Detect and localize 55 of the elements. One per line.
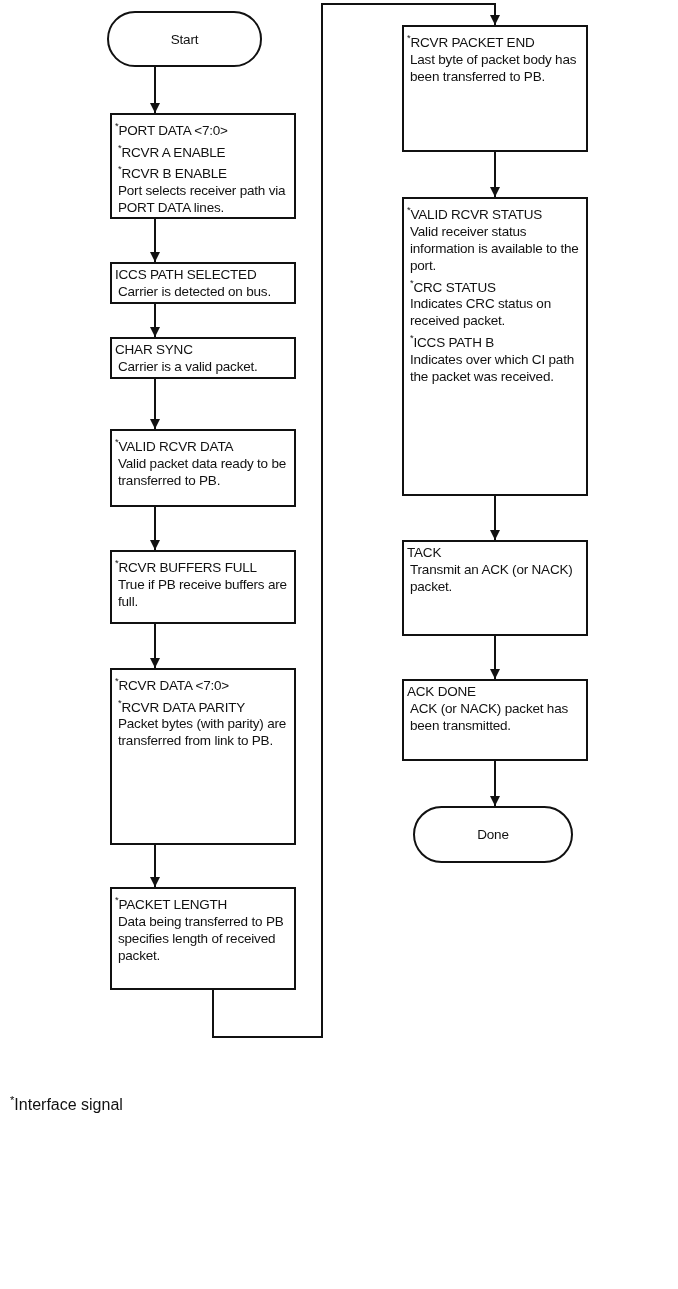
- step-title: ACK DONE: [407, 683, 477, 700]
- step-text: True if PB receive buffers are full.: [117, 575, 288, 610]
- step-text: $^{*}$RCVR DATA PARITY: [117, 695, 247, 715]
- process-box: [110, 113, 296, 219]
- process-box: [402, 540, 588, 636]
- terminal-label: Start: [170, 30, 199, 48]
- step-text: Last byte of packet body has been transferred to PB.: [409, 50, 578, 85]
- process-box: [110, 887, 296, 990]
- step-title: $^{*}$VALID RCVR STATUS: [407, 203, 544, 223]
- process-box: [402, 25, 588, 152]
- step-title: $^{*}$RCVR PACKET END: [407, 31, 536, 51]
- step-text: Valid receiver status information is available to the port.: [409, 222, 580, 274]
- arrow: [490, 760, 500, 807]
- step-text: Data being transferred to PB specifies length of received packet.: [117, 912, 285, 964]
- step-title: TACK: [407, 544, 443, 561]
- step-text: Transmit an ACK (or NACK) packet.: [409, 561, 574, 595]
- arrow: [212, 3, 500, 1038]
- step-title: $^{*}$PACKET LENGTH: [115, 893, 229, 913]
- step-text: Packet bytes (with parity) are transferred from link to PB.: [117, 715, 288, 749]
- step-text: Valid packet data ready to be transferred to PB.: [117, 454, 288, 489]
- step-text: Indicates CRC status on received packet.: [409, 295, 552, 329]
- process-box: [110, 429, 296, 507]
- step-title: ICCS PATH SELECTED: [115, 266, 258, 283]
- step-text: $^{*}$RCVR A ENABLE: [117, 140, 227, 160]
- process-box: [110, 550, 296, 624]
- step-text: ACK (or NACK) packet has been transmitted.: [409, 700, 569, 734]
- step-text: Port selects receiver path via PORT DATA lines.: [117, 181, 287, 216]
- step-title: CHAR SYNC: [115, 341, 194, 358]
- arrow: [150, 506, 160, 551]
- arrow: [490, 151, 500, 198]
- process-box: [402, 679, 588, 761]
- step-text: $^{*}$RCVR B ENABLE: [117, 162, 228, 182]
- step-text: Carrier is a valid packet.: [117, 358, 259, 375]
- arrow: [150, 303, 160, 338]
- step-text: $^{*}$ICCS PATH B: [409, 331, 496, 351]
- step-title: $^{*}$VALID RCVR DATA: [115, 435, 235, 455]
- step-text: Indicates over which CI path the packet was received.: [409, 350, 575, 385]
- process-box: [402, 197, 588, 496]
- terminal-label: Done: [477, 826, 509, 843]
- step-text: $^{*}$CRC STATUS: [409, 275, 497, 295]
- process-box: [110, 337, 296, 379]
- arrow: [150, 623, 160, 669]
- footnote: $^{*}$Interface signal: [10, 1094, 123, 1115]
- step-title: $^{*}$PORT DATA <7:0>: [115, 119, 229, 139]
- arrow: [150, 844, 160, 888]
- arrow: [150, 378, 160, 430]
- step-title: $^{*}$RCVR DATA <7:0>: [115, 674, 231, 694]
- step-title: $^{*}$RCVR BUFFERS FULL: [115, 556, 258, 576]
- process-box: [110, 668, 296, 845]
- arrow: [150, 218, 160, 263]
- arrow: [490, 635, 500, 680]
- arrow: [490, 495, 500, 541]
- step-text: Carrier is detected on bus.: [117, 283, 272, 300]
- arrow: [150, 66, 160, 114]
- process-box: [110, 262, 296, 304]
